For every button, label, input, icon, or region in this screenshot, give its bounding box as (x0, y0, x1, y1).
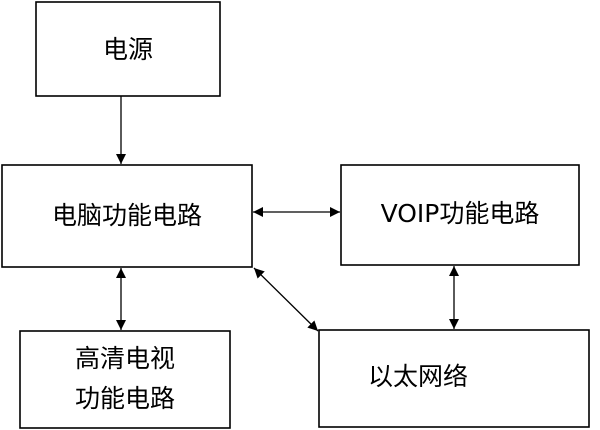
node-ethernet: 以太网络 (318, 329, 590, 428)
node-hdtv-box (19, 330, 231, 429)
node-hdtv-label-line1: 高清电视 (75, 344, 175, 373)
node-hdtv: 高清电视 功能电路 (19, 330, 231, 429)
node-ethernet-box (318, 329, 590, 428)
node-power-box (35, 1, 221, 97)
node-voip-label: VOIP功能电路 (381, 199, 540, 228)
node-voip: VOIP功能电路 (340, 164, 580, 266)
node-voip-box (340, 164, 580, 266)
node-pc: 电脑功能电路 (1, 164, 253, 268)
edge-pc-ethernet (253, 267, 319, 332)
node-pc-label: 电脑功能电路 (52, 201, 202, 230)
node-hdtv-label-line2: 功能电路 (75, 384, 175, 413)
node-power: 电源 (35, 1, 221, 97)
node-pc-box (1, 164, 253, 268)
node-power-label: 电源 (103, 35, 153, 64)
node-ethernet-label: 以太网络 (368, 362, 468, 391)
